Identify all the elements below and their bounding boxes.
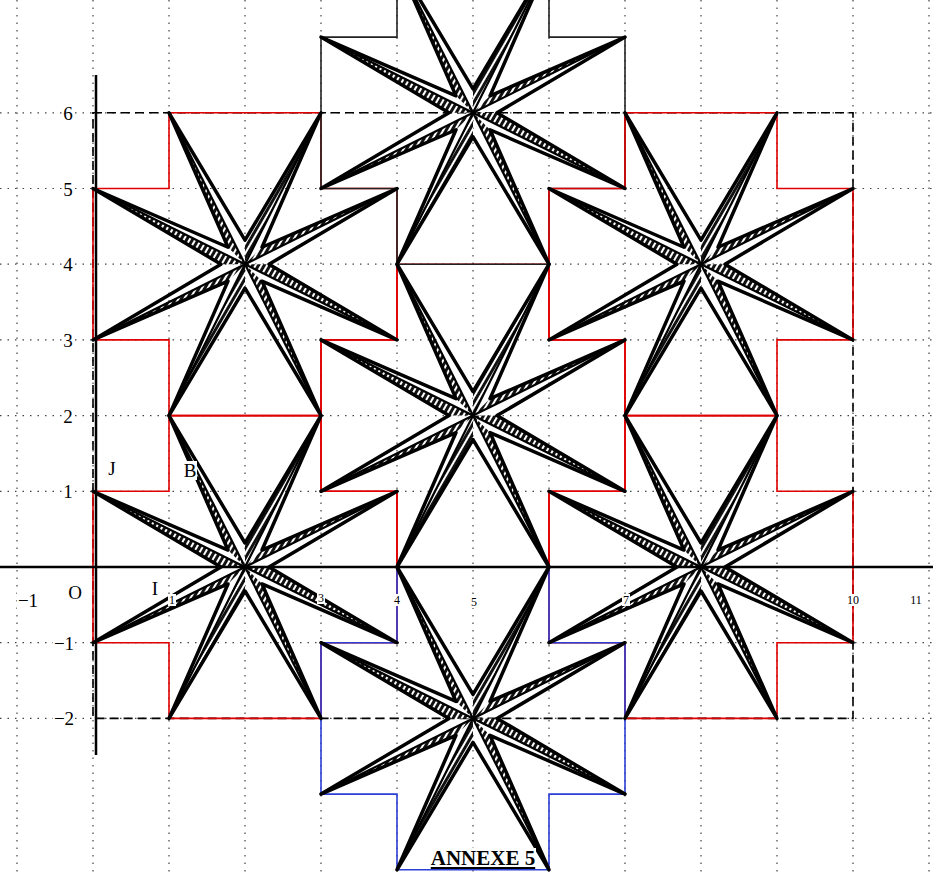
spike-axis	[549, 567, 701, 643]
point-label: B	[183, 461, 198, 480]
grid-line	[0, 566, 933, 567]
spike-axis	[473, 340, 625, 416]
spike-axis	[321, 643, 473, 719]
spike-axis	[625, 416, 701, 567]
point-label: J	[107, 459, 116, 478]
spike-axis	[169, 264, 245, 415]
spike-axis	[473, 0, 549, 113]
x-tick: 10	[846, 594, 860, 606]
spike-axis	[473, 416, 625, 492]
spike-axis	[245, 491, 397, 567]
spike-axis	[473, 37, 625, 113]
star-outline	[93, 113, 397, 416]
spike-axis	[245, 416, 321, 567]
grid-line	[16, 0, 17, 872]
y-tick: −1	[53, 634, 75, 653]
y-tick: 4	[62, 255, 74, 274]
spike-axis	[321, 416, 473, 492]
point-label: I	[151, 579, 159, 598]
x-axis	[0, 566, 933, 569]
spike-axis	[321, 37, 473, 113]
spike-axis	[169, 567, 245, 718]
spike-axis	[93, 491, 245, 567]
spike-axis	[245, 567, 397, 643]
x-tick: −1	[17, 591, 39, 610]
spike-axis	[397, 0, 473, 113]
spike-axis	[701, 113, 777, 264]
y-tick: −2	[53, 709, 75, 728]
spike-axis	[473, 718, 625, 794]
spike-axis	[321, 113, 473, 189]
spike-axis	[397, 264, 473, 415]
y-tick: 5	[62, 180, 74, 199]
y-tick: 3	[62, 331, 74, 350]
spike-axis	[397, 567, 473, 718]
x-tick: 5	[470, 596, 478, 608]
annex-title: ANNEXE 5	[430, 848, 536, 869]
dashed-frame	[93, 113, 853, 719]
spike-axis	[549, 491, 701, 567]
spike-axis	[701, 567, 777, 718]
grid-line	[548, 0, 549, 872]
spike-axis	[701, 416, 777, 567]
spike-axis	[473, 416, 549, 567]
spike-axis	[549, 189, 701, 265]
hatched-half-spike	[473, 0, 549, 113]
spike-axis	[245, 113, 321, 264]
spike-axis	[245, 189, 397, 265]
grid-line	[700, 0, 701, 872]
spike-axis	[473, 643, 625, 719]
spike-axis	[245, 264, 321, 415]
x-tick: 11	[909, 594, 923, 606]
spike-axis	[701, 567, 853, 643]
y-tick: 2	[62, 407, 74, 426]
star-outline	[549, 113, 853, 416]
origin-label: O	[67, 583, 83, 602]
spike-axis	[93, 264, 245, 340]
square-outline	[549, 113, 853, 416]
grid-line	[244, 0, 245, 872]
star-outline	[321, 567, 625, 870]
spike-axis	[169, 416, 245, 567]
spike-axis	[245, 567, 321, 718]
grid-line	[396, 0, 397, 872]
spike-axis	[321, 340, 473, 416]
spike-axis	[625, 567, 701, 718]
spike-axis	[397, 416, 473, 567]
spike-axis	[473, 113, 549, 264]
spike-axis	[473, 567, 549, 718]
spike-axis	[473, 113, 625, 189]
y-axis	[95, 75, 98, 755]
spike-axis	[321, 718, 473, 794]
x-tick: 3	[317, 592, 325, 604]
grid-line	[928, 0, 929, 872]
star-outline	[321, 264, 625, 567]
y-tick: 6	[62, 104, 74, 123]
spike-axis	[701, 264, 777, 415]
spike-axis	[625, 264, 701, 415]
square-outline	[93, 113, 397, 416]
square-outline	[321, 0, 625, 264]
spike-axis	[93, 567, 245, 643]
y-tick: 1	[62, 482, 74, 501]
spike-axis	[93, 189, 245, 265]
x-tick: 7	[622, 594, 630, 606]
x-tick: 4	[393, 594, 401, 606]
spike-axis	[549, 264, 701, 340]
star-outline	[321, 0, 625, 264]
spike-axis	[701, 264, 853, 340]
spike-axis	[625, 113, 701, 264]
spike-axis	[701, 491, 853, 567]
square-outline	[321, 264, 625, 567]
spike-axis	[701, 189, 853, 265]
spike-axis	[169, 113, 245, 264]
spike-axis	[397, 113, 473, 264]
spike-axis	[473, 264, 549, 415]
x-tick: 1	[168, 594, 176, 606]
spike-axis	[245, 264, 397, 340]
square-outline	[321, 567, 625, 870]
